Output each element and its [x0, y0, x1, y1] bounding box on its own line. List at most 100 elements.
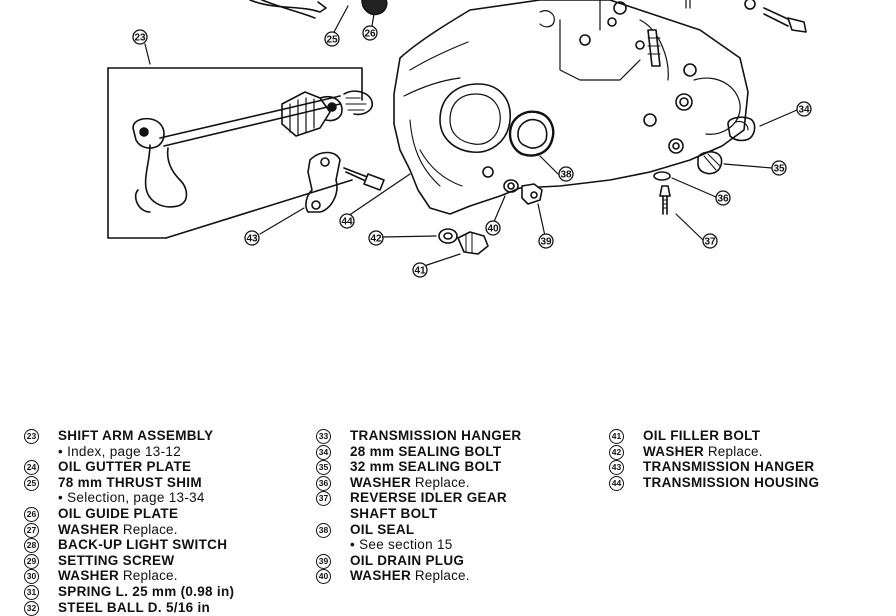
callout-markers: 23 25 26 34 35 36 37 38 39 40 41 42 43 4…: [132, 25, 812, 278]
legend-item: 29 SETTING SCREW: [24, 553, 304, 569]
callout-36: 36: [715, 190, 731, 206]
legend-part-note: Replace.: [414, 474, 470, 490]
legend-part-note: Replace.: [122, 568, 178, 584]
shift-lever-fragment: [249, 0, 327, 19]
legend-number: 42: [609, 444, 624, 460]
legend-number: 31: [24, 584, 39, 600]
legend-number: 38: [316, 522, 331, 538]
legend-part-name: TRANSMISSION HANGER: [643, 459, 815, 475]
legend-part-name: OIL GUIDE PLATE: [58, 505, 179, 521]
sealing-bolt-28mm: [727, 116, 756, 142]
oil-drain-plug: [521, 183, 543, 205]
legend-item: 28 BACK-UP LIGHT SWITCH: [24, 537, 304, 554]
legend-number: 27: [24, 522, 39, 538]
legend-part-note: Replace.: [122, 521, 178, 537]
callout-41: 41: [412, 262, 428, 278]
legend-number: 34: [316, 444, 331, 460]
washer-36: [653, 171, 671, 181]
legend-subnote: • Index, page 13-12: [58, 443, 182, 459]
legend-part-name: SETTING SCREW: [58, 552, 175, 568]
exploded-view-diagram: 23 25 26 34 35 36 37 38 39 40 41 42 43 4…: [107, 0, 812, 278]
svg-text:37: 37: [704, 237, 716, 248]
legend-part-name: OIL DRAIN PLUG: [350, 552, 465, 568]
legend-item: 31 SPRING L. 25 mm (0.98 in): [24, 584, 304, 600]
oil-seal: [508, 110, 555, 157]
shift-arm-assembly-box: [107, 67, 363, 239]
svg-text:38: 38: [560, 170, 572, 181]
legend-number: 43: [609, 460, 624, 476]
legend-part-name: WASHER: [58, 521, 120, 537]
svg-text:26: 26: [364, 29, 376, 40]
legend-part-name: OIL SEAL: [350, 521, 415, 537]
reverse-idler-gear-shaft-bolt: [659, 185, 671, 215]
svg-text:43: 43: [246, 234, 258, 245]
legend-column-2: 33 TRANSMISSION HANGER 34 28 mm SEALING BOL…: [316, 428, 596, 585]
legend-number: 26: [24, 506, 39, 522]
callout-44: 44: [339, 213, 355, 229]
legend-item: 44 TRANSMISSION HOUSING: [609, 475, 889, 491]
sealing-bolt-32mm: [697, 151, 723, 175]
svg-text:44: 44: [341, 217, 353, 228]
legend-item: 41 OIL FILLER BOLT: [609, 428, 889, 444]
legend-part-name: SHIFT ARM ASSEMBLY: [58, 428, 214, 443]
callout-40: 40: [485, 220, 501, 236]
top-washer-fragment: [361, 0, 388, 16]
legend-subnote: • Selection, page 13-34: [58, 490, 205, 506]
legend-number: 41: [609, 429, 624, 444]
legend-number: 28: [24, 538, 39, 554]
legend-item: 38 OIL SEAL: [316, 522, 596, 538]
legend-part-note: Replace.: [414, 568, 470, 584]
legend-item: 27 WASHER Replace.: [24, 522, 304, 538]
svg-text:40: 40: [487, 224, 499, 235]
legend-item: 43 TRANSMISSION HANGER: [609, 459, 889, 476]
legend-part-name: 28 mm SEALING BOLT: [350, 443, 502, 459]
legend-part-name: BACK-UP LIGHT SWITCH: [58, 537, 228, 553]
legend-number: 33: [316, 429, 331, 444]
legend-item: 26 OIL GUIDE PLATE: [24, 506, 304, 522]
legend-part-name: WASHER: [58, 568, 120, 584]
legend-subnote: • See section 15: [350, 537, 453, 553]
callout-38: 38: [558, 166, 574, 182]
legend-part-name: SPRING L. 25 mm (0.98 in): [58, 583, 235, 599]
callout-26: 26: [362, 25, 378, 41]
svg-text:35: 35: [773, 164, 785, 175]
legend-part-name: 78 mm THRUST SHIM: [58, 474, 202, 490]
legend-item: 33 TRANSMISSION HANGER: [316, 428, 596, 444]
callout-42: 42: [368, 230, 384, 246]
oil-filler-bolt: [457, 231, 489, 255]
leader-lines: [144, 5, 798, 267]
svg-text:34: 34: [798, 105, 810, 116]
svg-text:39: 39: [540, 237, 552, 248]
svg-text:36: 36: [717, 194, 729, 205]
legend-part-note: Replace.: [707, 443, 763, 459]
legend-part-name: TRANSMISSION HANGER: [350, 428, 522, 443]
legend-part-name: TRANSMISSION HOUSING: [643, 474, 820, 490]
svg-text:23: 23: [134, 33, 146, 44]
legend-number: 32: [24, 600, 39, 616]
legend-number: 25: [24, 475, 39, 491]
transmission-housing: [393, 0, 749, 215]
legend-part-name: WASHER: [350, 474, 412, 490]
callout-35: 35: [771, 160, 787, 176]
legend-part-name: 32 mm SEALING BOLT: [350, 459, 502, 475]
legend-item: 30 WASHER Replace.: [24, 568, 304, 585]
svg-text:25: 25: [326, 35, 338, 46]
legend-part-name: OIL FILLER BOLT: [643, 428, 761, 443]
legend-part-name: OIL GUTTER PLATE: [58, 459, 192, 475]
transmission-hanger-43: [305, 151, 341, 213]
callout-34: 34: [796, 101, 812, 117]
washer-42: [438, 228, 458, 244]
legend-number: 35: [316, 460, 331, 476]
shift-arm-assembly: [132, 90, 374, 213]
legend-part-name: WASHER: [350, 568, 412, 584]
legend-number: 30: [24, 569, 39, 585]
legend-number: 29: [24, 553, 39, 569]
legend-number: 44: [609, 475, 624, 491]
legend-number: 37: [316, 491, 331, 507]
